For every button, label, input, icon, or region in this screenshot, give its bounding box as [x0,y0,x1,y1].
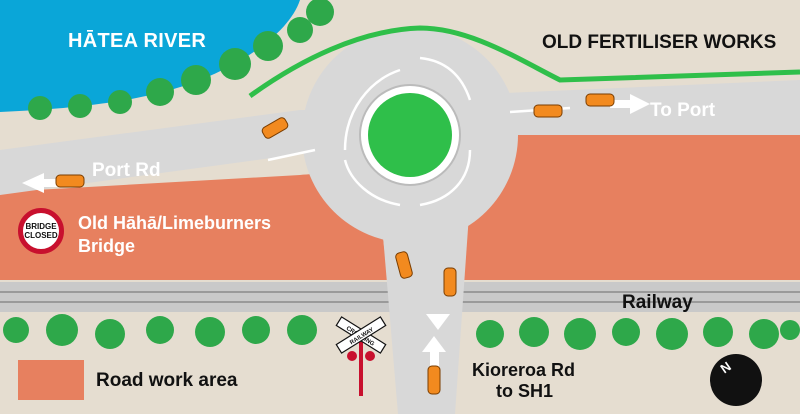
car-east-1 [533,104,563,118]
arrow-curve-1 [419,56,472,101]
tree [28,96,52,120]
tree [68,94,92,118]
arrow-curve-2 [343,68,401,151]
tree [519,317,549,347]
arrow-curve-4 [419,149,472,207]
tree [181,65,211,95]
label-kioreroa-line2: to SH1 [496,381,554,401]
signal-light-right [365,351,375,361]
tree [242,316,270,344]
legend-label-road-work: Road work area [96,370,238,391]
roadwork-west [0,174,388,280]
car-roundabout-west [261,117,289,139]
arrow-port-rd-line [267,148,316,162]
tree [656,318,688,350]
north-compass: N [710,354,762,406]
car-east-2 [585,93,615,107]
label-bridge: Old Hāhā/Limeburners Bridge [78,213,272,256]
arrow-port-rd-west [22,173,44,193]
hatea-river [0,0,300,112]
car-south-3 [427,365,441,395]
tree [703,317,733,347]
arrow-south-up [422,336,446,352]
sign-post [359,340,363,396]
tree [3,317,29,343]
tree [564,318,596,350]
label-to-port: To Port [650,100,716,121]
green-verge [248,25,800,99]
tree [287,17,313,43]
tree [219,48,251,80]
tree [476,320,504,348]
sign-arm-2 [335,316,387,354]
arrow-south-down [426,314,450,330]
label-port-rd: Port Rd [92,160,161,181]
car-south-1 [395,251,413,279]
label-old-fertiliser-works: OLD FERTILISER WORKS [542,32,777,53]
tree [287,315,317,345]
bridge-closed-line2: CLOSED [24,231,58,240]
tree [46,314,78,346]
label-kioreroa-line1: Kioreroa Rd [472,360,576,380]
car-port-rd [55,174,85,188]
tree [108,90,132,114]
tree [306,0,334,26]
label-railway: Railway [622,292,693,313]
legend-swatch-road-work [18,360,84,400]
label-hatea-river: HĀTEA RIVER [68,30,207,52]
label-kioreroa: Kioreroa Rd to SH1 [472,360,602,402]
trees [3,0,800,350]
roadwork-east [455,124,800,280]
arrow-to-port-east [630,94,650,114]
arrow-curve-3 [343,159,401,207]
signal-light-left [347,351,357,361]
tree [749,319,779,349]
arrow-to-port-shaft [610,100,632,108]
bridge-closed-line1: BRIDGE [25,222,57,231]
compass-north-letter: N [717,358,734,377]
tree [146,78,174,106]
bridge-closed-badge: BRIDGE CLOSED [18,208,64,254]
port-rd-west [0,110,340,195]
roundabout-centre [368,93,452,177]
tree [95,319,125,349]
tree [195,317,225,347]
tree [612,318,640,346]
cars [55,93,615,395]
tree [253,31,283,61]
car-south-2 [443,267,457,297]
tree [780,320,800,340]
tree [146,316,174,344]
railway-crossing-sign: CROSSING RAILWAY [335,316,387,396]
